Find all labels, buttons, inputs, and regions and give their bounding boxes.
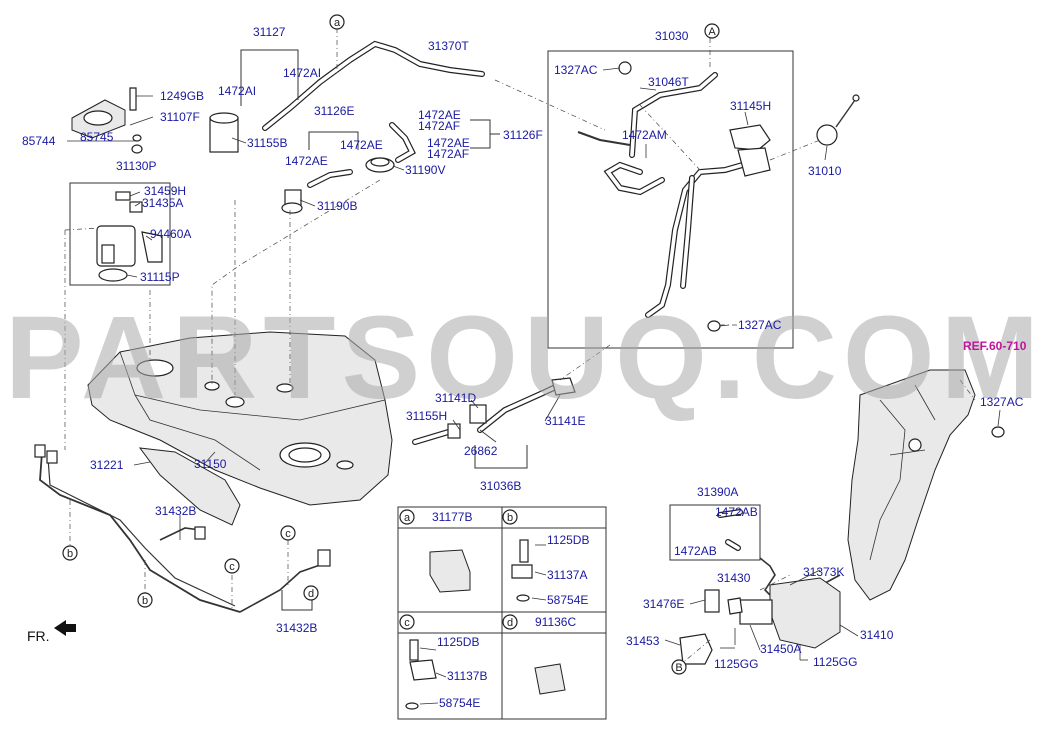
bracket-31126f: [470, 119, 500, 149]
inset-part[interactable]: 31177B: [432, 510, 472, 524]
inset-table: [397, 506, 607, 720]
callout-label[interactable]: 31432B: [155, 504, 196, 518]
callout-label[interactable]: 1472AF: [427, 147, 469, 161]
inset-callout[interactable]: 31137B: [447, 669, 487, 683]
marker-a: a: [334, 17, 341, 29]
callout-label[interactable]: 31410: [860, 628, 894, 642]
callout-label[interactable]: 94460A: [150, 227, 191, 241]
inset-callout[interactable]: 58754E: [439, 696, 480, 710]
callout-label[interactable]: 31130P: [116, 159, 156, 173]
marker-c: c: [285, 528, 291, 540]
inset-callout[interactable]: 58754E: [547, 593, 588, 607]
callout-label[interactable]: 1472AB: [674, 544, 717, 558]
callout-labels: 31127 1472AI 1472AI 31155B 31370T 31126E…: [22, 25, 1027, 671]
marker-b: b: [142, 595, 148, 607]
body-structure: [847, 369, 976, 601]
inset-callout[interactable]: 1125DB: [437, 635, 479, 649]
direction-label: FR.: [27, 628, 50, 644]
reference-label[interactable]: REF.60-710: [963, 339, 1027, 353]
callout-label[interactable]: 31107F: [160, 110, 200, 124]
callout-label[interactable]: 31127: [253, 25, 286, 39]
callout-label[interactable]: 1472AM: [622, 128, 667, 142]
callout-label[interactable]: 31030: [655, 29, 689, 43]
callout-label[interactable]: 1472AB: [715, 505, 758, 519]
callout-label[interactable]: 1472AI: [283, 66, 321, 80]
leader-lines: [126, 67, 1001, 705]
callout-label[interactable]: 1472AE: [427, 136, 470, 150]
inset-letter: c: [404, 617, 410, 629]
inset-labels: a 31177B b 1125DB 31137A 58754E c 1125DB…: [399, 509, 589, 710]
callout-label[interactable]: 1327AC: [554, 63, 598, 77]
inset-part[interactable]: 91136C: [535, 615, 576, 629]
body-hole: [908, 438, 922, 452]
pump-group-box: [69, 182, 171, 286]
inset-callout[interactable]: 31137A: [547, 568, 587, 582]
callout-label[interactable]: 31459H: [144, 184, 186, 198]
connection-lines: [64, 28, 976, 666]
bracket-31126e: [308, 131, 359, 150]
marker-c: c: [229, 561, 235, 573]
callout-label[interactable]: 31430: [717, 571, 751, 585]
marker-d: d: [308, 588, 314, 600]
bracket-31390a: [669, 504, 761, 561]
callout-label[interactable]: 31115P: [140, 270, 180, 284]
callout-label[interactable]: 31046T: [648, 75, 689, 89]
callout-label[interactable]: 1327AC: [738, 318, 782, 332]
callout-label[interactable]: 31373K: [803, 565, 844, 579]
callout-label[interactable]: 31453: [626, 634, 660, 648]
callout-label[interactable]: 31370T: [428, 39, 469, 53]
wire-harness: [34, 444, 331, 613]
small-parts: [71, 61, 1005, 665]
marker-b: b: [67, 548, 73, 560]
inset-callout[interactable]: 1125DB: [547, 533, 589, 547]
markers: a A b b c c d B: [62, 14, 720, 675]
watermark: PARTSOUQ.COM: [5, 292, 1045, 424]
callout-label[interactable]: 1472AE: [340, 138, 383, 152]
callout-label[interactable]: 31150: [194, 457, 227, 471]
front-arrow-icon: [54, 620, 76, 636]
marker-A: A: [708, 26, 716, 38]
callout-label[interactable]: 31190V: [405, 163, 445, 177]
callout-label[interactable]: 1472AF: [418, 119, 460, 133]
callout-label[interactable]: 1249GB: [160, 89, 204, 103]
callout-label[interactable]: 31126E: [314, 104, 354, 118]
callout-label[interactable]: 1125GG: [813, 655, 857, 669]
callout-label[interactable]: 85744: [22, 134, 56, 148]
callout-label[interactable]: 31036B: [480, 479, 521, 493]
callout-label[interactable]: 31145H: [730, 99, 771, 113]
callout-label[interactable]: 1472AE: [285, 154, 328, 168]
callout-label[interactable]: 31190B: [317, 199, 357, 213]
callout-label[interactable]: 1472AE: [418, 108, 461, 122]
callout-label[interactable]: 31141D: [435, 391, 476, 405]
inset-letter: d: [507, 617, 513, 629]
callout-label[interactable]: 26862: [464, 444, 498, 458]
fuel-tank: [87, 331, 393, 506]
callout-label[interactable]: 31390A: [697, 485, 738, 499]
callout-label[interactable]: 31476E: [643, 597, 684, 611]
body-structure-ribs: [869, 384, 936, 561]
callout-label[interactable]: 31221: [90, 458, 124, 472]
callout-label[interactable]: 31450A: [760, 642, 801, 656]
callout-label[interactable]: 31126F: [503, 128, 543, 142]
callout-label[interactable]: 31435A: [142, 196, 183, 210]
callout-label[interactable]: 1327AC: [980, 395, 1024, 409]
bracket-31127: [240, 49, 299, 106]
callout-label[interactable]: 85745: [80, 130, 114, 144]
filler-group-box: [547, 50, 794, 349]
marker-B: B: [675, 662, 682, 674]
bracket-31036b: [474, 445, 528, 469]
callout-label[interactable]: 31010: [808, 164, 842, 178]
callout-label[interactable]: 31155B: [247, 136, 287, 150]
callout-label[interactable]: 31155H: [406, 409, 447, 423]
heat-shield: [138, 447, 241, 526]
hoses: [262, 40, 841, 603]
inset-letter: a: [404, 512, 411, 524]
callout-label[interactable]: 1472AI: [218, 84, 256, 98]
callout-label[interactable]: 31432B: [276, 621, 317, 635]
callout-label[interactable]: 31141E: [545, 414, 585, 428]
inset-letter: b: [507, 512, 513, 524]
callout-label[interactable]: 1125GG: [714, 657, 758, 671]
